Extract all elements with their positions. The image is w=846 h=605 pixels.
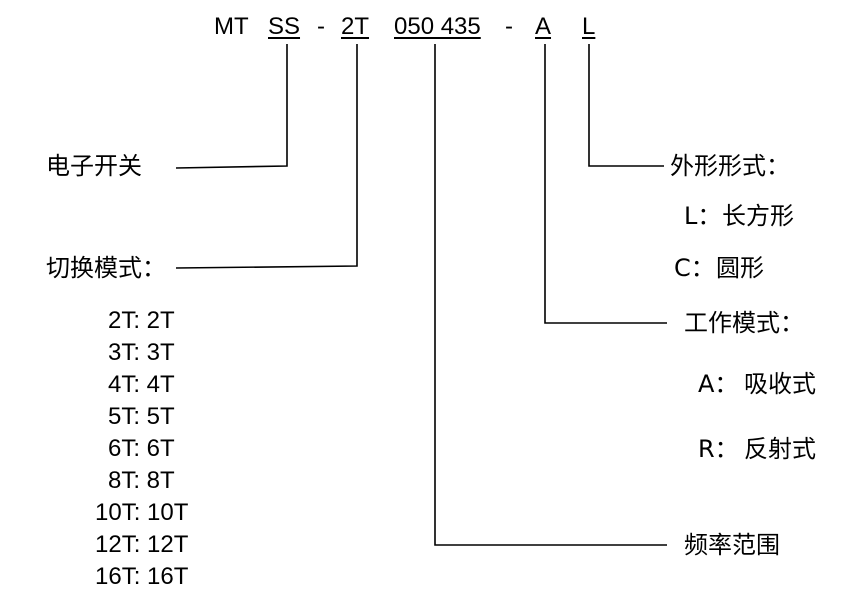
label-switch-mode: 切换模式： xyxy=(46,254,166,282)
code-prefix: MT xyxy=(214,13,249,40)
connector-mode xyxy=(175,44,358,269)
label-working-mode: 工作模式： xyxy=(684,309,804,337)
work-mode-option-desc: 反射式 xyxy=(744,435,816,463)
code-separator: - xyxy=(317,13,325,40)
connector-work-mode xyxy=(544,44,667,324)
connector-shape xyxy=(588,44,664,167)
code-work-mode: A xyxy=(535,13,552,40)
connector-switch-type xyxy=(175,44,288,169)
list-item: 12T: 12T xyxy=(95,531,189,558)
shape-option-code: L： xyxy=(684,202,722,230)
code-separator: - xyxy=(505,13,513,40)
code-mode: 2T xyxy=(341,13,370,40)
list-item: 10T: 10T xyxy=(95,499,189,526)
shape-option-code: C： xyxy=(674,254,715,282)
shape-option-desc: 长方形 xyxy=(722,202,794,230)
list-item: 4T: 4T xyxy=(108,371,175,398)
shape-option-desc: 圆形 xyxy=(716,254,764,282)
list-item: 16T: 16T xyxy=(95,563,189,590)
list-item: 2T: 2T xyxy=(108,307,175,334)
list-item: 8T: 8T xyxy=(108,467,175,494)
code-shape: L xyxy=(582,13,596,40)
label-electronic-switch: 电子开关 xyxy=(46,152,142,180)
list-item: 3T: 3T xyxy=(108,339,175,366)
code-switch-type: SS xyxy=(268,13,301,40)
label-shape-form: 外形形式： xyxy=(670,152,790,180)
list-item: 5T: 5T xyxy=(108,403,175,430)
work-mode-option-desc: 吸收式 xyxy=(744,370,816,398)
label-frequency-range: 频率范围 xyxy=(684,531,780,559)
list-item: 6T: 6T xyxy=(108,435,175,462)
code-frequency: 050 435 xyxy=(394,13,481,40)
work-mode-option-code: R： xyxy=(698,435,739,463)
connector-frequency xyxy=(434,44,667,546)
work-mode-option-code: A： xyxy=(698,370,739,398)
